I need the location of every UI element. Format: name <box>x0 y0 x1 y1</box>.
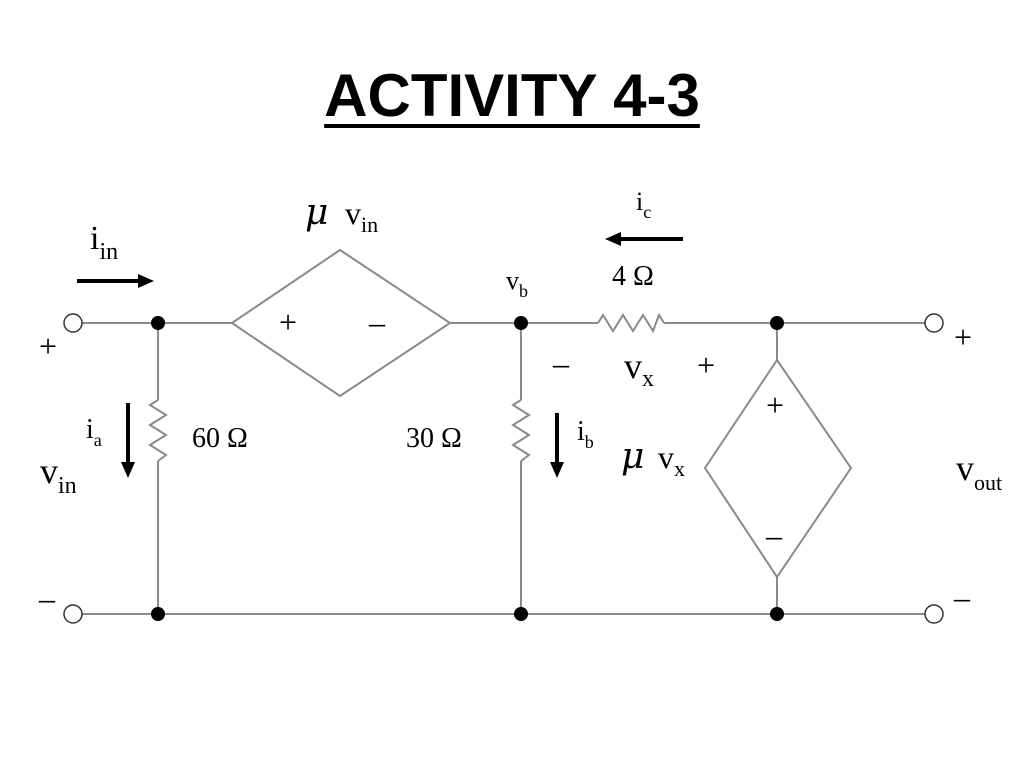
sign-minus: – <box>552 345 570 381</box>
label-v-in-top: vin <box>345 195 378 237</box>
sign-minus: – <box>368 304 386 340</box>
label-i-in: iin <box>90 220 118 265</box>
label-v-in-left: vin <box>40 451 77 499</box>
label-i-a: ia <box>86 414 102 450</box>
label-v-out: vout <box>956 448 1002 495</box>
sign-plus: + <box>697 347 715 383</box>
resistor-60 <box>148 399 168 462</box>
slide-title: ACTIVITY 4-3 <box>324 62 700 129</box>
dependent-source-mu-vx <box>703 358 853 579</box>
node-dot <box>514 316 528 330</box>
resistor-4 <box>597 312 665 334</box>
resistor-30 <box>511 399 531 462</box>
terminal-output-top <box>924 313 944 333</box>
node-dot <box>770 316 784 330</box>
label-i-c: ic <box>636 187 651 222</box>
sign-plus: + <box>766 387 784 423</box>
sign-minus: – <box>38 580 56 616</box>
node-dot <box>770 607 784 621</box>
node-dot <box>151 607 165 621</box>
sign-minus: – <box>765 517 783 553</box>
node-dot <box>151 316 165 330</box>
sign-minus: – <box>953 579 971 615</box>
arrowhead-i-b <box>550 462 564 478</box>
label-mu: μ <box>621 436 644 477</box>
label-v-b: vb <box>506 266 528 301</box>
label-r-in: 60 Ω <box>192 423 248 454</box>
sign-plus: + <box>954 319 972 355</box>
terminal-input-bottom <box>63 604 83 624</box>
label-i-b: ib <box>577 416 594 452</box>
arrowhead-i-in <box>138 274 154 288</box>
label-r-series: 4 Ω <box>612 261 654 292</box>
arrowhead-i-c <box>605 232 621 246</box>
node-dot <box>514 607 528 621</box>
label-r-mid: 30 Ω <box>406 423 462 454</box>
label-v-x: vx <box>624 346 654 392</box>
sign-plus: + <box>39 328 57 364</box>
sign-plus: + <box>279 304 297 340</box>
dependent-source-mu-vin <box>230 248 452 398</box>
label-v-x-src: vx <box>658 439 685 481</box>
label-mu: μ <box>305 192 328 233</box>
arrowhead-i-a <box>121 462 135 478</box>
terminal-input-top <box>63 313 83 333</box>
terminal-output-bottom <box>924 604 944 624</box>
